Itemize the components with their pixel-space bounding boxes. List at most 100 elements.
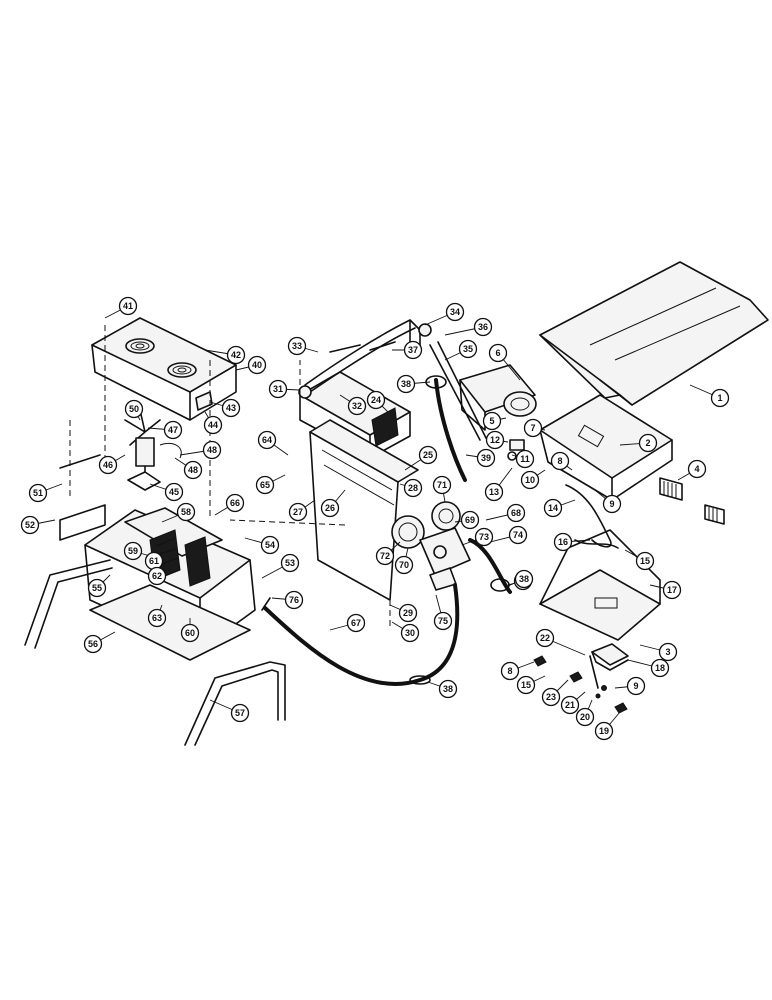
callout-bubble: [394, 555, 414, 575]
callout-number: 55: [92, 583, 102, 593]
callout-33: 33: [287, 336, 307, 356]
callout-29: 29: [398, 603, 418, 623]
callout-bubble: [550, 451, 570, 471]
callout-bubble: [432, 475, 452, 495]
callout-bubble: [221, 398, 241, 418]
callout-30: 30: [400, 623, 420, 643]
callout-bubble: [523, 418, 543, 438]
callout-7: 7: [523, 418, 543, 438]
callout-35: 35: [458, 339, 478, 359]
callout-bubble: [514, 569, 534, 589]
condenser-housing-shape: [91, 317, 237, 421]
callout-number: 38: [443, 684, 453, 694]
callout-bubble: [98, 455, 118, 475]
callout-50: 50: [124, 399, 144, 419]
callout-number: 48: [188, 465, 198, 475]
filter-element-shapes: [659, 477, 725, 525]
callout-number: 39: [481, 453, 491, 463]
callout-53: 53: [280, 553, 300, 573]
callout-bubble: [482, 411, 502, 431]
callout-5: 5: [482, 411, 502, 431]
callout-bubble: [638, 433, 658, 453]
callout-bubble: [260, 535, 280, 555]
callout-number: 23: [546, 692, 556, 702]
callout-2: 2: [638, 433, 658, 453]
callout-number: 67: [351, 618, 361, 628]
callout-number: 72: [380, 551, 390, 561]
callout-8: 8: [500, 661, 520, 681]
callout-number: 45: [169, 487, 179, 497]
callout-bubble: [83, 634, 103, 654]
callout-bubble: [147, 566, 167, 586]
callout-number: 7: [530, 423, 535, 433]
callout-number: 22: [540, 633, 550, 643]
callout-52: 52: [20, 515, 40, 535]
callout-number: 4: [694, 464, 699, 474]
callout-number: 65: [260, 480, 270, 490]
callout-25: 25: [418, 445, 438, 465]
callout-bubble: [347, 396, 367, 416]
callout-number: 64: [262, 435, 272, 445]
callout-number: 59: [128, 546, 138, 556]
callout-23: 23: [541, 687, 561, 707]
callout-bubble: [180, 623, 200, 643]
callout-bubble: [474, 527, 494, 547]
callout-9: 9: [626, 676, 646, 696]
callout-number: 62: [152, 571, 162, 581]
callout-number: 46: [103, 460, 113, 470]
callout-number: 37: [408, 345, 418, 355]
callout-bubble: [710, 388, 730, 408]
callout-bubble: [124, 399, 144, 419]
callout-bubbles: 1234567889910111213141515161718192021222…: [20, 296, 730, 741]
callout-74: 74: [508, 525, 528, 545]
callout-15: 15: [516, 675, 536, 695]
callout-bubble: [288, 502, 308, 522]
callout-bubble: [458, 339, 478, 359]
compressor-shape: [391, 501, 512, 594]
callout-19: 19: [594, 721, 614, 741]
callout-bubble: [515, 449, 535, 469]
callout-26: 26: [320, 498, 340, 518]
callout-75: 75: [433, 611, 453, 631]
callout-number: 53: [285, 558, 295, 568]
callout-number: 8: [507, 666, 512, 676]
callout-number: 43: [226, 403, 236, 413]
callout-number: 2: [645, 438, 650, 448]
callout-number: 69: [465, 515, 475, 525]
callout-bubble: [403, 340, 423, 360]
callout-bubble: [575, 707, 595, 727]
callout-65: 65: [255, 475, 275, 495]
callout-bubble: [257, 430, 277, 450]
callout-47: 47: [163, 420, 183, 440]
small-fittings-shapes: [533, 643, 629, 714]
callout-17: 17: [662, 580, 682, 600]
callout-number: 42: [231, 350, 241, 360]
callout-number: 60: [185, 628, 195, 638]
callout-number: 38: [519, 574, 529, 584]
callout-bubble: [535, 628, 555, 648]
callout-15: 15: [635, 551, 655, 571]
callout-13: 13: [484, 482, 504, 502]
callout-bubble: [445, 302, 465, 322]
callout-bubble: [118, 296, 138, 316]
callout-number: 56: [88, 639, 98, 649]
callout-number: 32: [352, 401, 362, 411]
callout-number: 1: [717, 393, 722, 403]
callout-71: 71: [432, 475, 452, 495]
assembly-centerlines: [69, 325, 391, 630]
callout-38: 38: [514, 569, 534, 589]
callout-number: 47: [168, 425, 178, 435]
callout-number: 41: [123, 301, 133, 311]
callout-27: 27: [288, 502, 308, 522]
callout-bubble: [541, 687, 561, 707]
wire-harness-shape: [565, 484, 619, 549]
callout-bubble: [226, 345, 246, 365]
fan-motor-shape: [124, 409, 182, 491]
callout-bubble: [225, 493, 245, 513]
callout-number: 29: [403, 608, 413, 618]
callout-number: 3: [665, 647, 670, 657]
callout-number: 21: [565, 700, 575, 710]
callout-40: 40: [247, 355, 267, 375]
callout-bubble: [230, 703, 250, 723]
callout-37: 37: [403, 340, 423, 360]
